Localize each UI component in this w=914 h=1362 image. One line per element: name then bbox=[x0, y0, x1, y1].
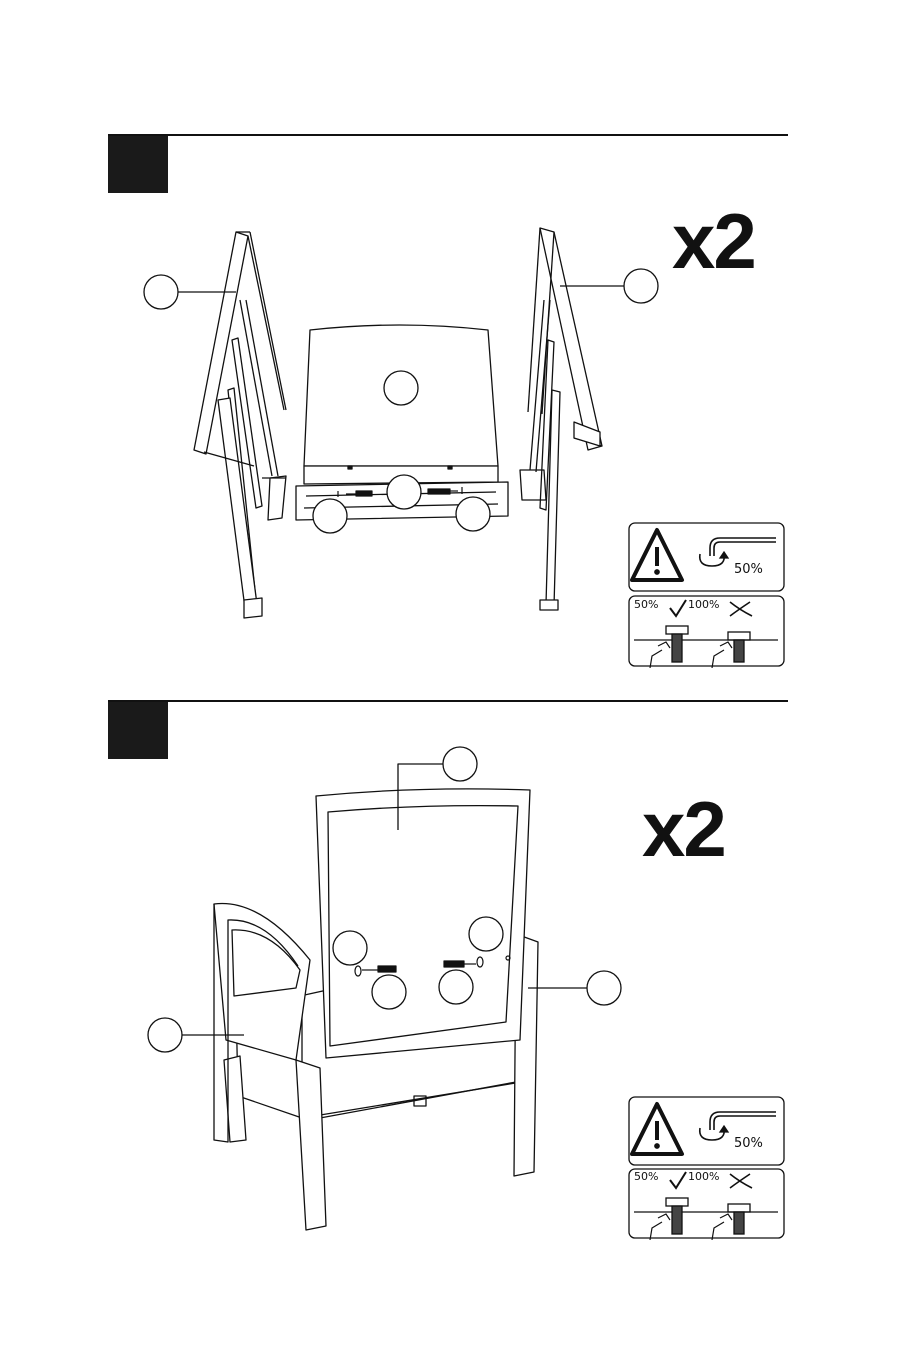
right-side-frame bbox=[520, 228, 602, 610]
step-2: x2 bbox=[0, 700, 914, 1260]
tighten-percent-label: 50% bbox=[734, 562, 763, 577]
ok-percent-label-b: 100% bbox=[688, 1170, 719, 1183]
step-2-torque-warning: 50% 50% 100% bbox=[628, 1096, 785, 1240]
step-1-torque-warning: 50% 50% 100% bbox=[628, 522, 785, 668]
tighten-percent-label: 50% bbox=[734, 1136, 763, 1151]
ok-percent-label-b: 100% bbox=[688, 598, 719, 611]
step-1: x2 bbox=[0, 134, 914, 674]
ok-percent-label-a: 50% bbox=[634, 598, 658, 611]
left-side-frame bbox=[194, 232, 286, 618]
ok-percent-label-a: 50% bbox=[634, 1170, 658, 1183]
